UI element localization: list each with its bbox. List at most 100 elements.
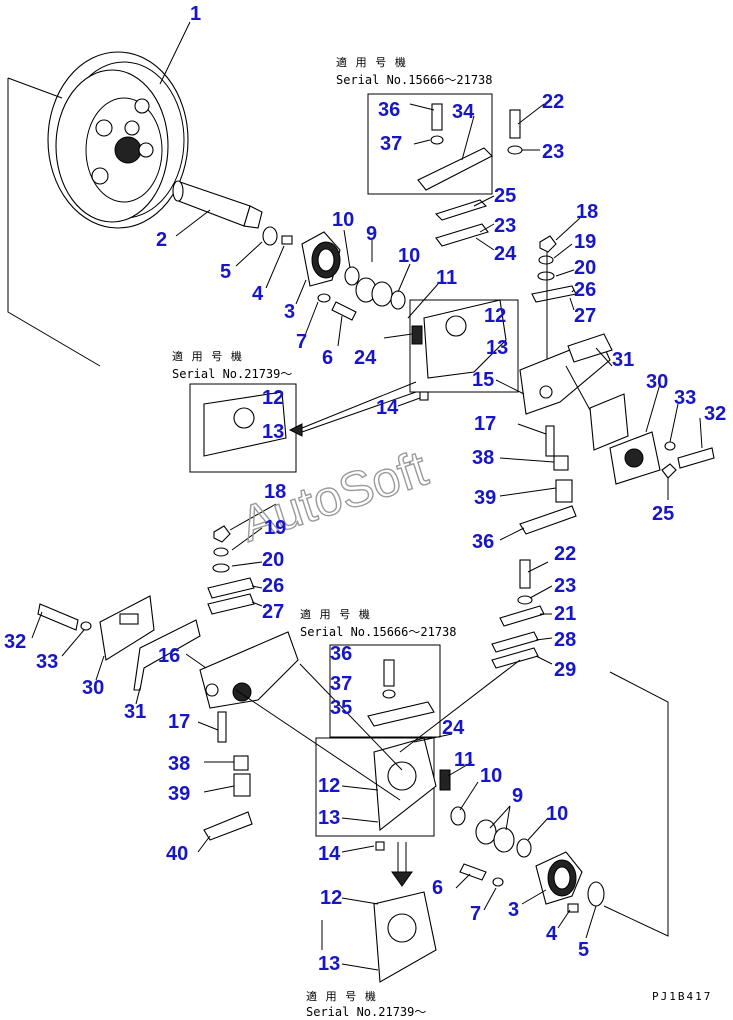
frame-line-left — [7, 77, 101, 367]
bolt-36-mid — [383, 659, 395, 687]
bracket-16 — [199, 631, 299, 709]
part-label: 31 — [124, 701, 146, 723]
note-mid-serial: Serial No.15666～21738 — [300, 625, 457, 639]
arrow-head-upper — [288, 423, 303, 437]
part-label: 19 — [574, 231, 596, 253]
o-ring-10d — [516, 838, 532, 858]
washer-20-bottom — [212, 563, 230, 573]
hub-lower — [535, 851, 583, 905]
pin-14-bottom — [375, 841, 385, 851]
part-label: 13 — [262, 421, 284, 443]
part-label: 26 — [574, 279, 596, 301]
part-label: 18 — [264, 481, 286, 503]
o-ring-10c — [450, 806, 466, 826]
part-labels: 1 2 5 4 3 7 6 10 9 10 11 24 36 37 34 22 … — [4, 3, 726, 975]
bolt-6-bottom — [459, 863, 487, 881]
note-bottom-jp: 適 用 号 機 — [306, 989, 377, 1003]
shim-26-bottom — [207, 577, 255, 599]
part-label: 6 — [432, 877, 443, 899]
part-label: 12 — [318, 775, 340, 797]
part-label: 20 — [574, 257, 596, 279]
part-label: 14 — [376, 397, 399, 419]
guard-30-top — [609, 431, 661, 485]
part-label: 11 — [436, 267, 457, 289]
plate-35 — [367, 701, 435, 727]
part-label: 7 — [296, 331, 307, 353]
o-ring-5-bottom — [587, 881, 605, 907]
part-label: 23 — [494, 215, 516, 237]
part-label: 39 — [474, 487, 496, 509]
part-label: 27 — [262, 601, 284, 623]
part-label: 1 — [190, 3, 201, 25]
part-label: 4 — [546, 923, 558, 945]
seal-9b — [371, 281, 393, 307]
part-label: 37 — [380, 133, 402, 155]
part-label: 13 — [486, 337, 508, 359]
nut-25-right — [661, 463, 677, 479]
part-label: 36 — [330, 643, 352, 665]
shaft — [172, 180, 263, 229]
o-ring-10b — [390, 290, 406, 310]
pin-4-bottom — [567, 903, 579, 913]
bolt-22-top — [509, 109, 521, 139]
shim-29 — [491, 647, 539, 669]
part-label: 33 — [674, 387, 696, 409]
washer-23-top — [507, 145, 523, 155]
part-label: 3 — [508, 899, 519, 921]
part-label: 24 — [494, 243, 517, 265]
seal-9c — [475, 819, 497, 845]
frame-line-right — [603, 671, 669, 937]
bracket-lower — [373, 737, 451, 832]
seal-9d — [493, 827, 515, 853]
plate-34-top — [417, 147, 493, 191]
pin-17-top — [545, 425, 555, 457]
shim-26-27-top — [531, 285, 577, 303]
note-left-serial: Serial No.21739～ — [172, 367, 292, 381]
part-label: 30 — [82, 677, 104, 699]
part-label: 28 — [554, 629, 576, 651]
plate-36-top — [519, 505, 577, 535]
note-mid-jp: 適 用 号 機 — [300, 607, 371, 621]
shim-25 — [434, 199, 488, 221]
washer-33-top — [664, 441, 676, 451]
part-label: 36 — [472, 531, 494, 553]
part-label: 16 — [158, 645, 180, 667]
washer-7-bottom — [492, 877, 504, 887]
bracket-15 — [519, 333, 613, 415]
part-label: 10 — [546, 803, 568, 825]
part-label: 22 — [554, 543, 576, 565]
part-label: 4 — [252, 283, 264, 305]
part-label: 38 — [472, 447, 494, 469]
bolt-32-top — [677, 447, 715, 469]
part-label: 10 — [480, 765, 502, 787]
serial-box-mid — [329, 644, 441, 738]
part-label: 30 — [646, 371, 668, 393]
washer-7-top — [317, 293, 331, 303]
part-label: 12 — [262, 387, 284, 409]
bolt-22-bottom — [519, 559, 531, 589]
nut-18-bottom — [213, 525, 231, 543]
part-label: 20 — [262, 549, 284, 571]
shim-21 — [499, 605, 545, 627]
washer-37-mid — [382, 689, 396, 699]
part-label: 35 — [330, 697, 352, 719]
o-ring-5-top — [262, 226, 278, 246]
guard-31-top — [589, 393, 629, 451]
arrow-shaft-upper — [301, 381, 417, 433]
part-label: 17 — [168, 711, 190, 733]
part-label: 23 — [554, 575, 576, 597]
pin-17-bottom — [217, 711, 227, 743]
washer-20-top — [537, 271, 555, 281]
part-label: 12 — [484, 305, 506, 327]
part-label: 14 — [318, 843, 341, 865]
part-label: 5 — [220, 261, 231, 283]
drawing-code: PJ1B417 — [652, 990, 712, 1003]
part-label: 32 — [704, 403, 726, 425]
bracket-box-upper — [409, 299, 519, 393]
part-label: 25 — [494, 185, 516, 207]
bracket-upper — [411, 299, 507, 379]
hub-upper — [301, 231, 341, 287]
washer-19-top — [538, 255, 554, 265]
